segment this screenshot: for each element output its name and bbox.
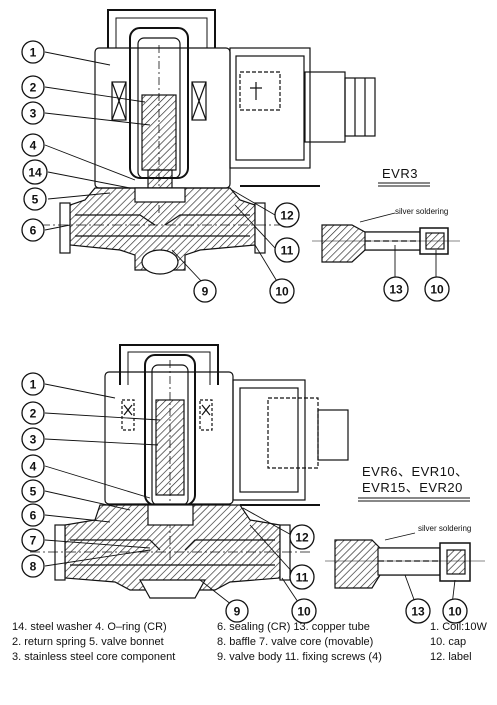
svg-text:1: 1: [30, 378, 37, 392]
callout-10b: 10: [424, 276, 450, 302]
legend-text: 3. stainless steel core component: [12, 651, 176, 663]
top-valve-drawing: [40, 9, 376, 275]
callout-10: 10: [291, 598, 317, 624]
svg-text:9: 9: [234, 605, 241, 619]
callout-12: 12: [289, 524, 315, 550]
callout-11: 11: [289, 564, 315, 590]
svg-text:11: 11: [296, 571, 309, 585]
svg-text:10: 10: [297, 605, 311, 619]
parts-legend: 14. steel washer 4. O–ring (CR) 6. seali…: [12, 620, 492, 665]
svg-text:14: 14: [28, 166, 42, 180]
callout-2: 2: [21, 75, 45, 99]
callout-10: 10: [269, 278, 295, 304]
callouts-top: 1 2 3 4 14 5 6 12 11 9 10 13 10: [21, 40, 450, 304]
svg-text:8: 8: [30, 560, 37, 574]
callout-5: 5: [21, 479, 45, 503]
svg-text:11: 11: [281, 244, 294, 258]
callout-14: 14: [22, 159, 48, 185]
svg-text:2: 2: [30, 81, 37, 95]
solder-label-top: silver soldering: [395, 207, 448, 216]
callout-4: 4: [21, 454, 45, 478]
callout-5: 5: [23, 187, 47, 211]
svg-text:6: 6: [30, 224, 37, 238]
callout-10b: 10: [442, 598, 468, 624]
svg-text:1: 1: [30, 46, 37, 60]
leader-lines: [44, 51, 456, 606]
callout-6: 6: [21, 503, 45, 527]
svg-text:3: 3: [30, 433, 37, 447]
svg-text:10: 10: [448, 605, 462, 619]
legend-row: 2. return spring 5. valve bonnet 8. baff…: [12, 635, 492, 650]
bottom-solder-detail: [325, 532, 485, 589]
callout-4: 4: [21, 133, 45, 157]
legend-text: 8. baffle 7. valve core (movable): [217, 636, 374, 648]
solder-label-bottom: silver soldering: [418, 524, 471, 533]
callout-12: 12: [274, 202, 300, 228]
legend-text: 14. steel washer 4. O–ring (CR): [12, 621, 167, 633]
top-solder-detail: [312, 212, 460, 263]
svg-text:5: 5: [30, 485, 37, 499]
model-label-top: EVR3: [382, 166, 418, 181]
svg-text:7: 7: [30, 534, 37, 548]
callout-9: 9: [193, 279, 217, 303]
callout-2: 2: [21, 401, 45, 425]
callout-6: 6: [21, 218, 45, 242]
callout-3: 3: [21, 101, 45, 125]
svg-text:3: 3: [30, 107, 37, 121]
svg-text:13: 13: [411, 605, 425, 619]
callouts-bottom: 1 2 3 4 5 6 7 8 12 11 9 10 13 10: [21, 372, 468, 624]
svg-text:2: 2: [30, 407, 37, 421]
callout-13: 13: [383, 276, 409, 302]
callout-7: 7: [21, 528, 45, 552]
svg-text:13: 13: [389, 283, 403, 297]
callout-3: 3: [21, 427, 45, 451]
legend-text: 2. return spring 5. valve bonnet: [12, 636, 164, 648]
legend-text: 6. sealing (CR) 13. copper tube: [217, 621, 370, 633]
legend-text: 1. Coil:10W: [430, 621, 487, 633]
svg-text:6: 6: [30, 509, 37, 523]
callout-1: 1: [21, 372, 45, 396]
legend-row: 3. stainless steel core component 9. val…: [12, 650, 492, 665]
legend-text: 10. cap: [430, 636, 467, 648]
svg-text:12: 12: [280, 209, 294, 223]
bottom-valve-drawing: [30, 344, 349, 599]
svg-text:4: 4: [30, 139, 37, 153]
legend-text: 9. valve body 11. fixing screws (4): [217, 651, 382, 663]
callout-9: 9: [225, 599, 249, 623]
model-label-bottom-2: EVR15、EVR20: [362, 480, 463, 495]
callout-13: 13: [405, 598, 431, 624]
model-label-bottom-1: EVR6、EVR10、: [362, 464, 469, 479]
callout-8: 8: [21, 554, 45, 578]
svg-text:4: 4: [30, 460, 37, 474]
legend-row: 14. steel washer 4. O–ring (CR) 6. seali…: [12, 620, 492, 635]
callout-1: 1: [21, 40, 45, 64]
svg-text:9: 9: [202, 285, 209, 299]
svg-text:5: 5: [32, 193, 39, 207]
svg-text:10: 10: [430, 283, 444, 297]
svg-text:10: 10: [275, 285, 289, 299]
callout-11: 11: [274, 237, 300, 263]
legend-text: 12. label: [430, 651, 472, 663]
svg-text:12: 12: [295, 531, 309, 545]
